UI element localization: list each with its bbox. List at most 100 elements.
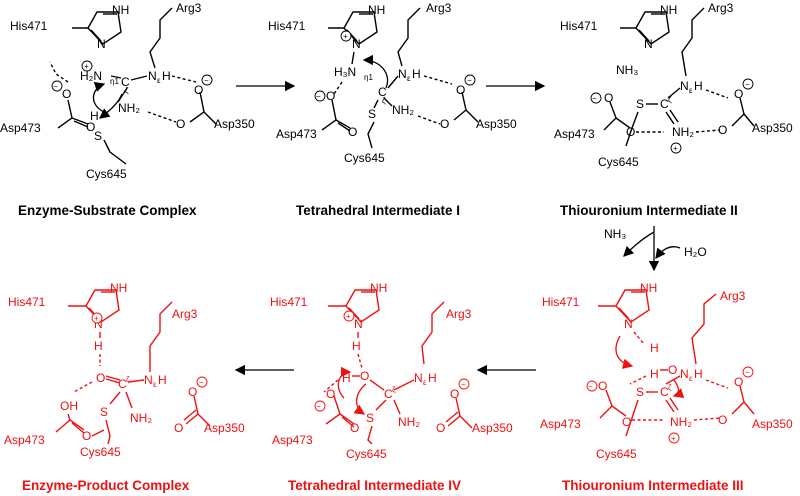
svg-text:NH₂: NH₂ bbox=[130, 411, 152, 425]
svg-text:−: − bbox=[467, 76, 472, 85]
imidazole-ring bbox=[620, 11, 670, 45]
label-nh2: NH₂ bbox=[118, 101, 140, 115]
title-enzyme-product-complex: Enzyme-Product Complex bbox=[22, 478, 190, 493]
svg-text:N: N bbox=[144, 373, 153, 387]
svg-text:NH: NH bbox=[640, 281, 657, 295]
arg-chain bbox=[149, 301, 173, 372]
label-his471: His471 bbox=[542, 295, 580, 309]
svg-text:+: + bbox=[671, 434, 676, 443]
svg-text:−: − bbox=[316, 92, 321, 101]
label-asp350: Asp350 bbox=[472, 421, 513, 435]
label-n: N bbox=[97, 37, 106, 51]
label-arg3: Arg3 bbox=[708, 1, 734, 15]
svg-text:−: − bbox=[461, 380, 466, 389]
svg-text:O: O bbox=[174, 421, 183, 435]
svg-text:H: H bbox=[90, 109, 99, 123]
label-asp473: Asp473 bbox=[554, 127, 595, 141]
svg-text:ε: ε bbox=[153, 380, 157, 389]
svg-text:N: N bbox=[354, 317, 363, 331]
svg-text:H: H bbox=[650, 341, 659, 355]
svg-text:ζ: ζ bbox=[668, 383, 672, 392]
svg-text:η1: η1 bbox=[364, 73, 373, 82]
step-hydrolysis: NH₃ H₂O bbox=[604, 226, 707, 272]
svg-text:NH₂: NH₂ bbox=[392, 103, 414, 117]
svg-text:H: H bbox=[694, 79, 703, 93]
label-his471: His471 bbox=[268, 19, 306, 33]
svg-text:+: + bbox=[94, 314, 99, 323]
svg-text:ε: ε bbox=[157, 76, 161, 85]
label-his471: His471 bbox=[10, 19, 48, 33]
curly-arrow bbox=[98, 93, 123, 119]
svg-text:NH: NH bbox=[368, 3, 385, 17]
svg-text:O: O bbox=[62, 87, 71, 101]
panel-thiouronium-intermediate-2: His471 NH N Arg3 NH₃ N ε H S C ζ NH₂ + C… bbox=[554, 1, 793, 218]
svg-text:O: O bbox=[598, 379, 607, 393]
svg-text:N: N bbox=[624, 317, 633, 331]
label-asp473: Asp473 bbox=[272, 433, 313, 447]
svg-text:O: O bbox=[350, 421, 359, 435]
label-asp350: Asp350 bbox=[752, 121, 793, 135]
svg-text:ζ: ζ bbox=[126, 375, 130, 384]
svg-text:NH: NH bbox=[110, 281, 127, 295]
svg-text:+: + bbox=[84, 62, 89, 71]
label-arg3: Arg3 bbox=[172, 307, 198, 321]
svg-text:S: S bbox=[100, 405, 108, 419]
svg-text:ε: ε bbox=[423, 378, 427, 387]
svg-text:H: H bbox=[412, 67, 421, 81]
svg-text:C: C bbox=[118, 377, 127, 391]
svg-text:O: O bbox=[734, 375, 743, 389]
svg-text:O: O bbox=[326, 387, 335, 401]
panel-thiouronium-intermediate-3: His471 NH N Arg3 H O H N ε H S C ζ NH₂ +… bbox=[540, 281, 793, 493]
svg-text:O: O bbox=[96, 371, 105, 385]
svg-text:NH: NH bbox=[660, 3, 677, 17]
label-cys645: Cys645 bbox=[86, 167, 127, 181]
svg-text:O: O bbox=[188, 385, 197, 399]
imidazole-ring bbox=[68, 289, 120, 323]
label-h2n: H₂N bbox=[80, 69, 102, 83]
label-his471: His471 bbox=[560, 19, 598, 33]
svg-text:O: O bbox=[718, 413, 727, 427]
svg-text:O: O bbox=[440, 117, 449, 131]
cys-chain bbox=[367, 425, 373, 445]
panel-enzyme-product-complex: His471 NH N + H Arg3 O C ζ N ε H S NH₂ C… bbox=[4, 281, 245, 493]
label-nh3: NH₃ bbox=[616, 63, 638, 77]
label-asp350: Asp350 bbox=[214, 117, 255, 131]
svg-text:O: O bbox=[176, 117, 185, 131]
cys-chain bbox=[103, 139, 127, 165]
label-asp473: Asp473 bbox=[276, 127, 317, 141]
svg-text:N: N bbox=[414, 371, 423, 385]
label-arg3: Arg3 bbox=[176, 1, 202, 15]
svg-text:+: + bbox=[346, 312, 351, 321]
curly-arrow bbox=[623, 231, 655, 257]
label-nh3-leaving: NH₃ bbox=[604, 227, 626, 241]
panel-tetrahedral-intermediate-4: His471 NH N + H Arg3 O H N ε H C ζ S NH₂… bbox=[270, 281, 513, 493]
cys-chain bbox=[625, 111, 639, 147]
title-thiouronium-intermediate-2: Thiouronium Intermediate II bbox=[560, 203, 738, 218]
svg-text:NH₂: NH₂ bbox=[670, 415, 692, 429]
svg-text:H: H bbox=[352, 339, 361, 353]
svg-text:H: H bbox=[162, 69, 171, 83]
title-tetrahedral-intermediate-4: Tetrahedral Intermediate IV bbox=[288, 478, 461, 493]
curly-arrow bbox=[337, 366, 352, 399]
label-asp350: Asp350 bbox=[204, 421, 245, 435]
label-s: S bbox=[94, 129, 102, 143]
svg-text:ε: ε bbox=[689, 374, 693, 383]
arg-chain bbox=[149, 7, 173, 69]
label-n-eps: N bbox=[148, 69, 157, 83]
svg-text:N: N bbox=[680, 367, 689, 381]
svg-text:H: H bbox=[158, 373, 167, 387]
svg-text:−: − bbox=[588, 382, 593, 391]
svg-text:O: O bbox=[194, 83, 203, 97]
label-his471: His471 bbox=[8, 295, 46, 309]
label-asp473: Asp473 bbox=[0, 121, 41, 135]
svg-text:−: − bbox=[745, 368, 750, 377]
label-oh: OH bbox=[60, 399, 78, 413]
svg-text:+: + bbox=[343, 32, 348, 41]
label-cys645: Cys645 bbox=[596, 447, 637, 461]
label-cys645: Cys645 bbox=[344, 151, 385, 165]
title-tetrahedral-intermediate-1: Tetrahedral Intermediate I bbox=[296, 203, 460, 218]
label-nh: NH bbox=[112, 3, 129, 17]
svg-text:η1: η1 bbox=[110, 77, 119, 86]
svg-text:O: O bbox=[456, 83, 465, 97]
